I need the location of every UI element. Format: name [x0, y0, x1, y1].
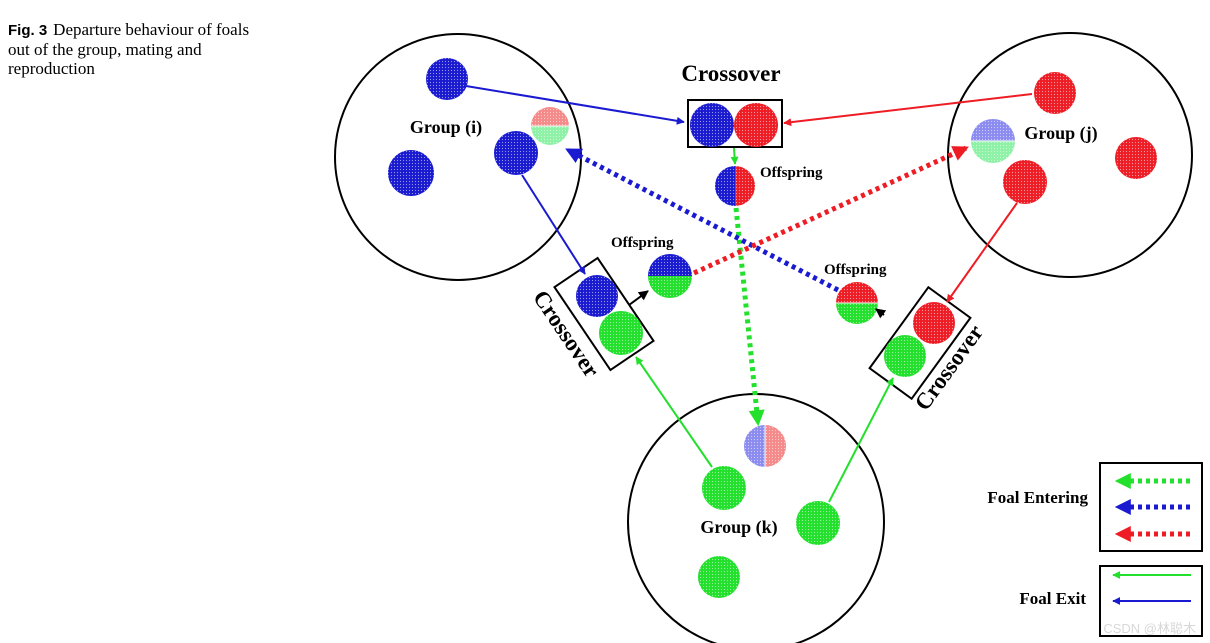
crossover-top-label: Crossover	[681, 61, 780, 86]
foal-red	[1003, 160, 1047, 204]
enter-arrow-blue	[565, 147, 840, 293]
group-i-label: Group (i)	[410, 117, 482, 138]
exit-arrow-green	[828, 377, 894, 503]
foal-green	[884, 335, 926, 377]
offspring-arrow	[628, 290, 649, 306]
legend-exit-box	[1099, 565, 1203, 637]
foal-green	[599, 311, 643, 355]
foal-red	[1115, 137, 1157, 179]
foal-blue	[426, 58, 468, 100]
foal-offspring-blue-green	[648, 254, 692, 298]
foal-blue	[690, 103, 734, 147]
enter-arrow-red	[692, 145, 969, 276]
crossover-left	[553, 256, 655, 372]
foal-offspring-red-green	[531, 107, 569, 145]
foal-blue	[576, 275, 618, 317]
figure-caption-text: Departure behaviour of foals out of the …	[8, 20, 250, 78]
crossover-left-box	[553, 256, 655, 372]
foal-green	[702, 466, 746, 510]
crossover-to-offspring-arrow	[730, 147, 739, 165]
crossover-top-box	[687, 99, 783, 148]
exit-arrow-red	[946, 202, 1018, 303]
offspring-left-label: Offspring	[611, 235, 674, 251]
offspring-top-label: Offspring	[760, 165, 823, 181]
foal-offspring-blue-red	[715, 166, 755, 206]
watermark: CSDN @林聪木	[1103, 621, 1196, 636]
foal-blue	[494, 131, 538, 175]
foal-offspring-blue-red	[744, 425, 786, 467]
exit-arrow-blue	[521, 174, 586, 275]
group-k-label: Group (k)	[700, 517, 777, 538]
legend-entering-label: Foal Entering	[987, 488, 1088, 507]
enter-arrow-green	[733, 207, 765, 427]
exit-arrow-blue	[465, 85, 685, 125]
legend-entering-box	[1099, 462, 1203, 552]
foal-red	[734, 103, 778, 147]
offspring-arrow	[875, 308, 887, 319]
foal-blue	[388, 150, 434, 196]
foal-offspring-red-green	[836, 282, 878, 324]
foal-offspring-blue-green	[971, 119, 1015, 163]
exit-arrow-green	[635, 356, 713, 468]
exit-arrow-red	[783, 93, 1033, 127]
foal-green	[698, 556, 740, 598]
legend-exit-label: Foal Exit	[1019, 589, 1086, 608]
figure-label: Fig. 3	[8, 22, 48, 39]
group-j-label: Group (j)	[1024, 123, 1097, 144]
foal-green	[796, 501, 840, 545]
foal-red	[1034, 72, 1076, 114]
foal-red	[913, 302, 955, 344]
offspring-right-label: Offspring	[824, 262, 887, 278]
